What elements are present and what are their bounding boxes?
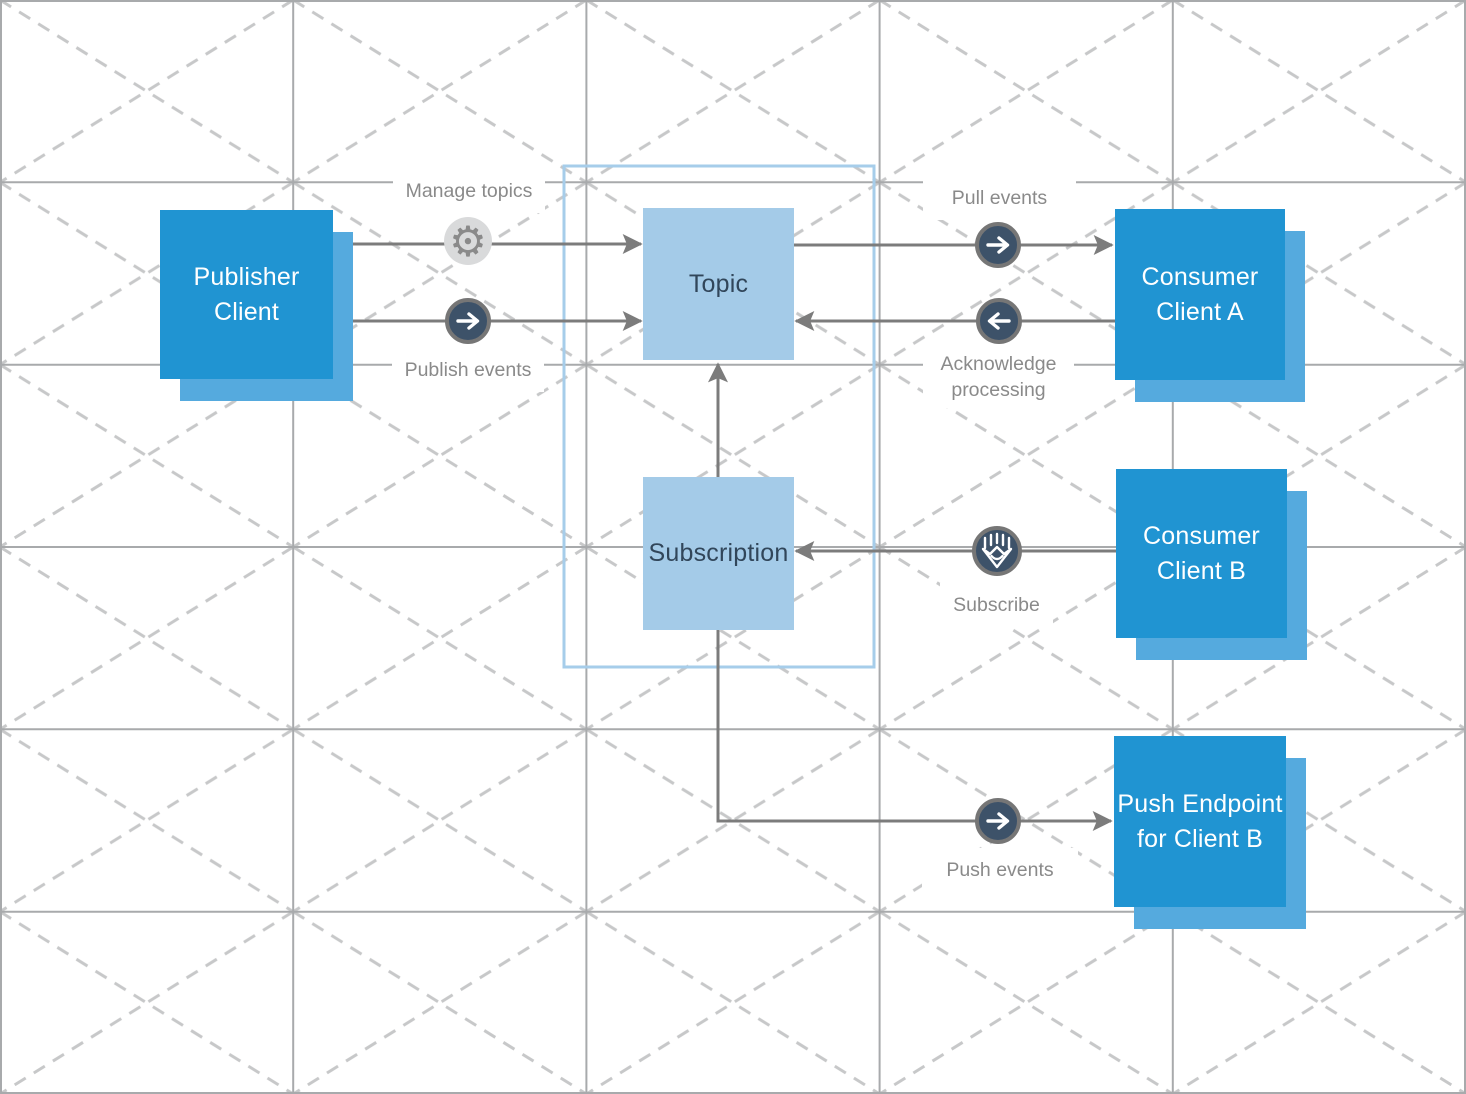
subscribe-icon: [972, 526, 1022, 576]
arrow-right-icon: [975, 798, 1021, 844]
svg-text:⚙: ⚙: [449, 217, 487, 266]
arrow-right-icon: [445, 298, 491, 344]
node-label: Consumer: [1141, 262, 1259, 291]
arrow-right-icon: [975, 222, 1021, 268]
label-subscribe: Subscribe: [940, 583, 1053, 627]
node-label: Push Endpoint: [1117, 789, 1283, 818]
node-label: Subscription: [648, 539, 789, 567]
node-consumer-client-b: Consumer Client B: [1116, 469, 1287, 638]
node-label: Client A: [1156, 297, 1244, 326]
label-manage-topics: Manage topics: [393, 168, 545, 213]
label-pull-events: Pull events: [923, 175, 1076, 220]
node-topic: Topic: [643, 208, 794, 360]
node-label: Publisher: [193, 262, 300, 291]
node-push-endpoint: Push Endpoint for Client B: [1114, 736, 1286, 907]
node-label: Consumer: [1143, 521, 1260, 550]
node-label: Client B: [1156, 556, 1247, 585]
label-push-events: Push events: [922, 848, 1078, 892]
gear-icon: ⚙: [444, 217, 492, 266]
node-subscription: Subscription: [643, 477, 794, 630]
label-publish-events: Publish events: [392, 347, 544, 392]
node-publisher-client: Publisher Client: [160, 210, 333, 379]
node-label: Topic: [688, 269, 749, 298]
arrow-left-icon: [976, 298, 1022, 344]
node-label: Client: [213, 297, 280, 326]
label-acknowledge-processing: Acknowledge processing: [923, 346, 1074, 408]
node-consumer-client-a: Consumer Client A: [1115, 209, 1285, 380]
node-label: for Client B: [1136, 824, 1264, 853]
